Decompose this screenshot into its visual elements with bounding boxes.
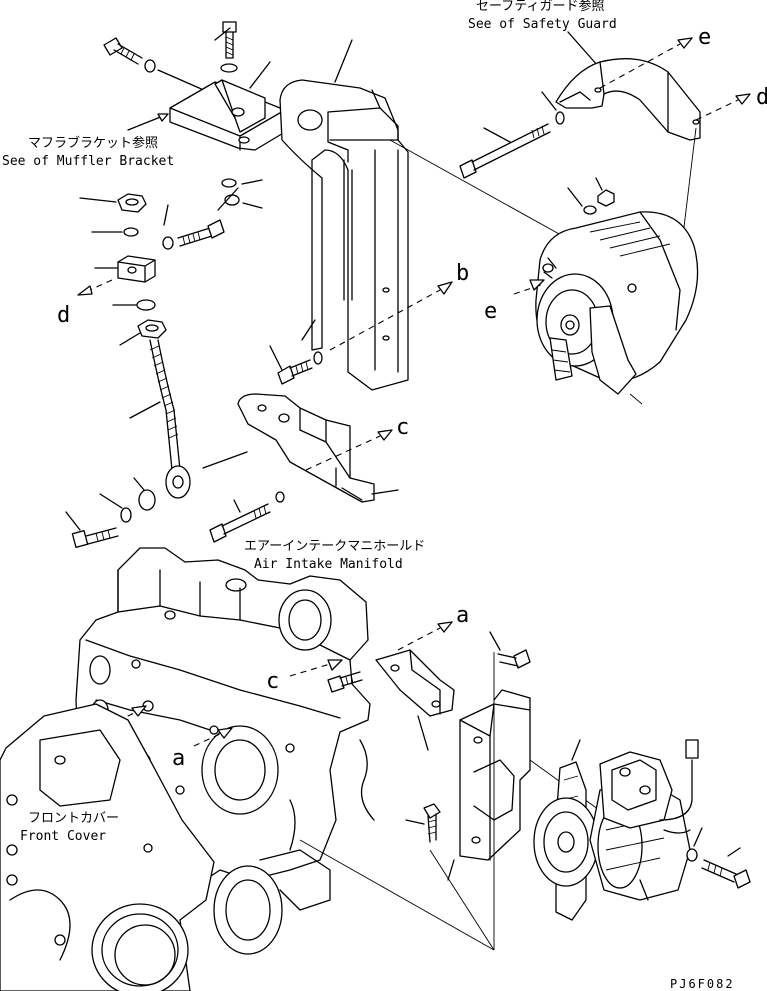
compressor-bolt-top bbox=[497, 649, 531, 669]
washer-lower-left bbox=[120, 507, 132, 523]
adjusting-rod bbox=[149, 339, 191, 499]
compressor-bolt bbox=[701, 859, 751, 889]
bushing bbox=[138, 489, 156, 511]
ref-c-top: c bbox=[396, 415, 409, 440]
muffler-bracket-assembly: マフラブラケット参照 See of Muffler Bracket bbox=[2, 21, 286, 209]
safety-guard-label-jp: セーフティガード参照 bbox=[476, 0, 604, 14]
muffler-bracket-label-jp: マフラブラケット参照 bbox=[28, 135, 158, 151]
washer-left bbox=[123, 227, 139, 237]
bolt-lower-left bbox=[71, 527, 119, 548]
nut-top bbox=[117, 193, 147, 213]
ref-c-bottom: c bbox=[266, 669, 279, 694]
air-conditioner-compressor bbox=[533, 739, 751, 921]
bracket-washer bbox=[313, 351, 323, 365]
alternator-washer bbox=[583, 205, 597, 215]
adjuster-bolt bbox=[177, 219, 225, 247]
adjuster-block bbox=[117, 255, 156, 283]
front-cover-label-jp: フロントカバー bbox=[28, 811, 119, 826]
alternator: e bbox=[484, 177, 699, 405]
ref-d-left: d bbox=[57, 303, 70, 328]
ref-e-top: e bbox=[698, 25, 711, 50]
air-intake-label-jp: エアーインテークマニホールド bbox=[244, 539, 425, 554]
long-bolt-lower bbox=[209, 503, 271, 543]
washer-long-bolt bbox=[275, 491, 285, 503]
ref-a-top: a bbox=[456, 603, 469, 628]
guard-washer bbox=[555, 111, 565, 125]
bolt-diagonal bbox=[103, 37, 143, 65]
washer-mid bbox=[221, 178, 237, 188]
front-cover: フロントカバー Front Cover bbox=[0, 703, 215, 991]
safety-guard-label-en: See of Safety Guard bbox=[468, 17, 617, 32]
guard-long-bolt bbox=[459, 123, 551, 179]
washer-lower bbox=[136, 299, 156, 311]
drawing-code: PJ6F082 bbox=[670, 977, 735, 991]
muffler-bracket bbox=[169, 79, 286, 151]
bracket-bolt bbox=[277, 359, 313, 385]
muffler-bracket-label-en: See of Muffler Bracket bbox=[2, 154, 174, 169]
bolt-top bbox=[222, 21, 237, 59]
ref-b-top: b bbox=[456, 261, 469, 286]
washer-bolt bbox=[162, 236, 174, 250]
ref-a-bottom: a bbox=[172, 746, 185, 771]
compressor-vertical-bolt bbox=[423, 803, 441, 843]
alternator-nut bbox=[597, 189, 615, 207]
washer-top bbox=[220, 63, 238, 73]
lower-bracket: c bbox=[209, 393, 409, 543]
compressor-washer bbox=[686, 848, 698, 862]
front-cover-label-en: Front Cover bbox=[20, 829, 106, 844]
washer-diagonal bbox=[144, 59, 156, 73]
adjuster-assembly: d bbox=[57, 187, 248, 548]
ref-e-right: e bbox=[484, 299, 497, 324]
alternator-mounting-bracket: b bbox=[269, 39, 571, 391]
air-intake-label-en: Air Intake Manifold bbox=[254, 557, 403, 572]
compressor-bracket-assembly: a bbox=[299, 603, 603, 951]
ref-d-right: d bbox=[756, 85, 767, 110]
compressor-bracket-bolt bbox=[327, 671, 363, 693]
nut-lower bbox=[137, 319, 167, 339]
